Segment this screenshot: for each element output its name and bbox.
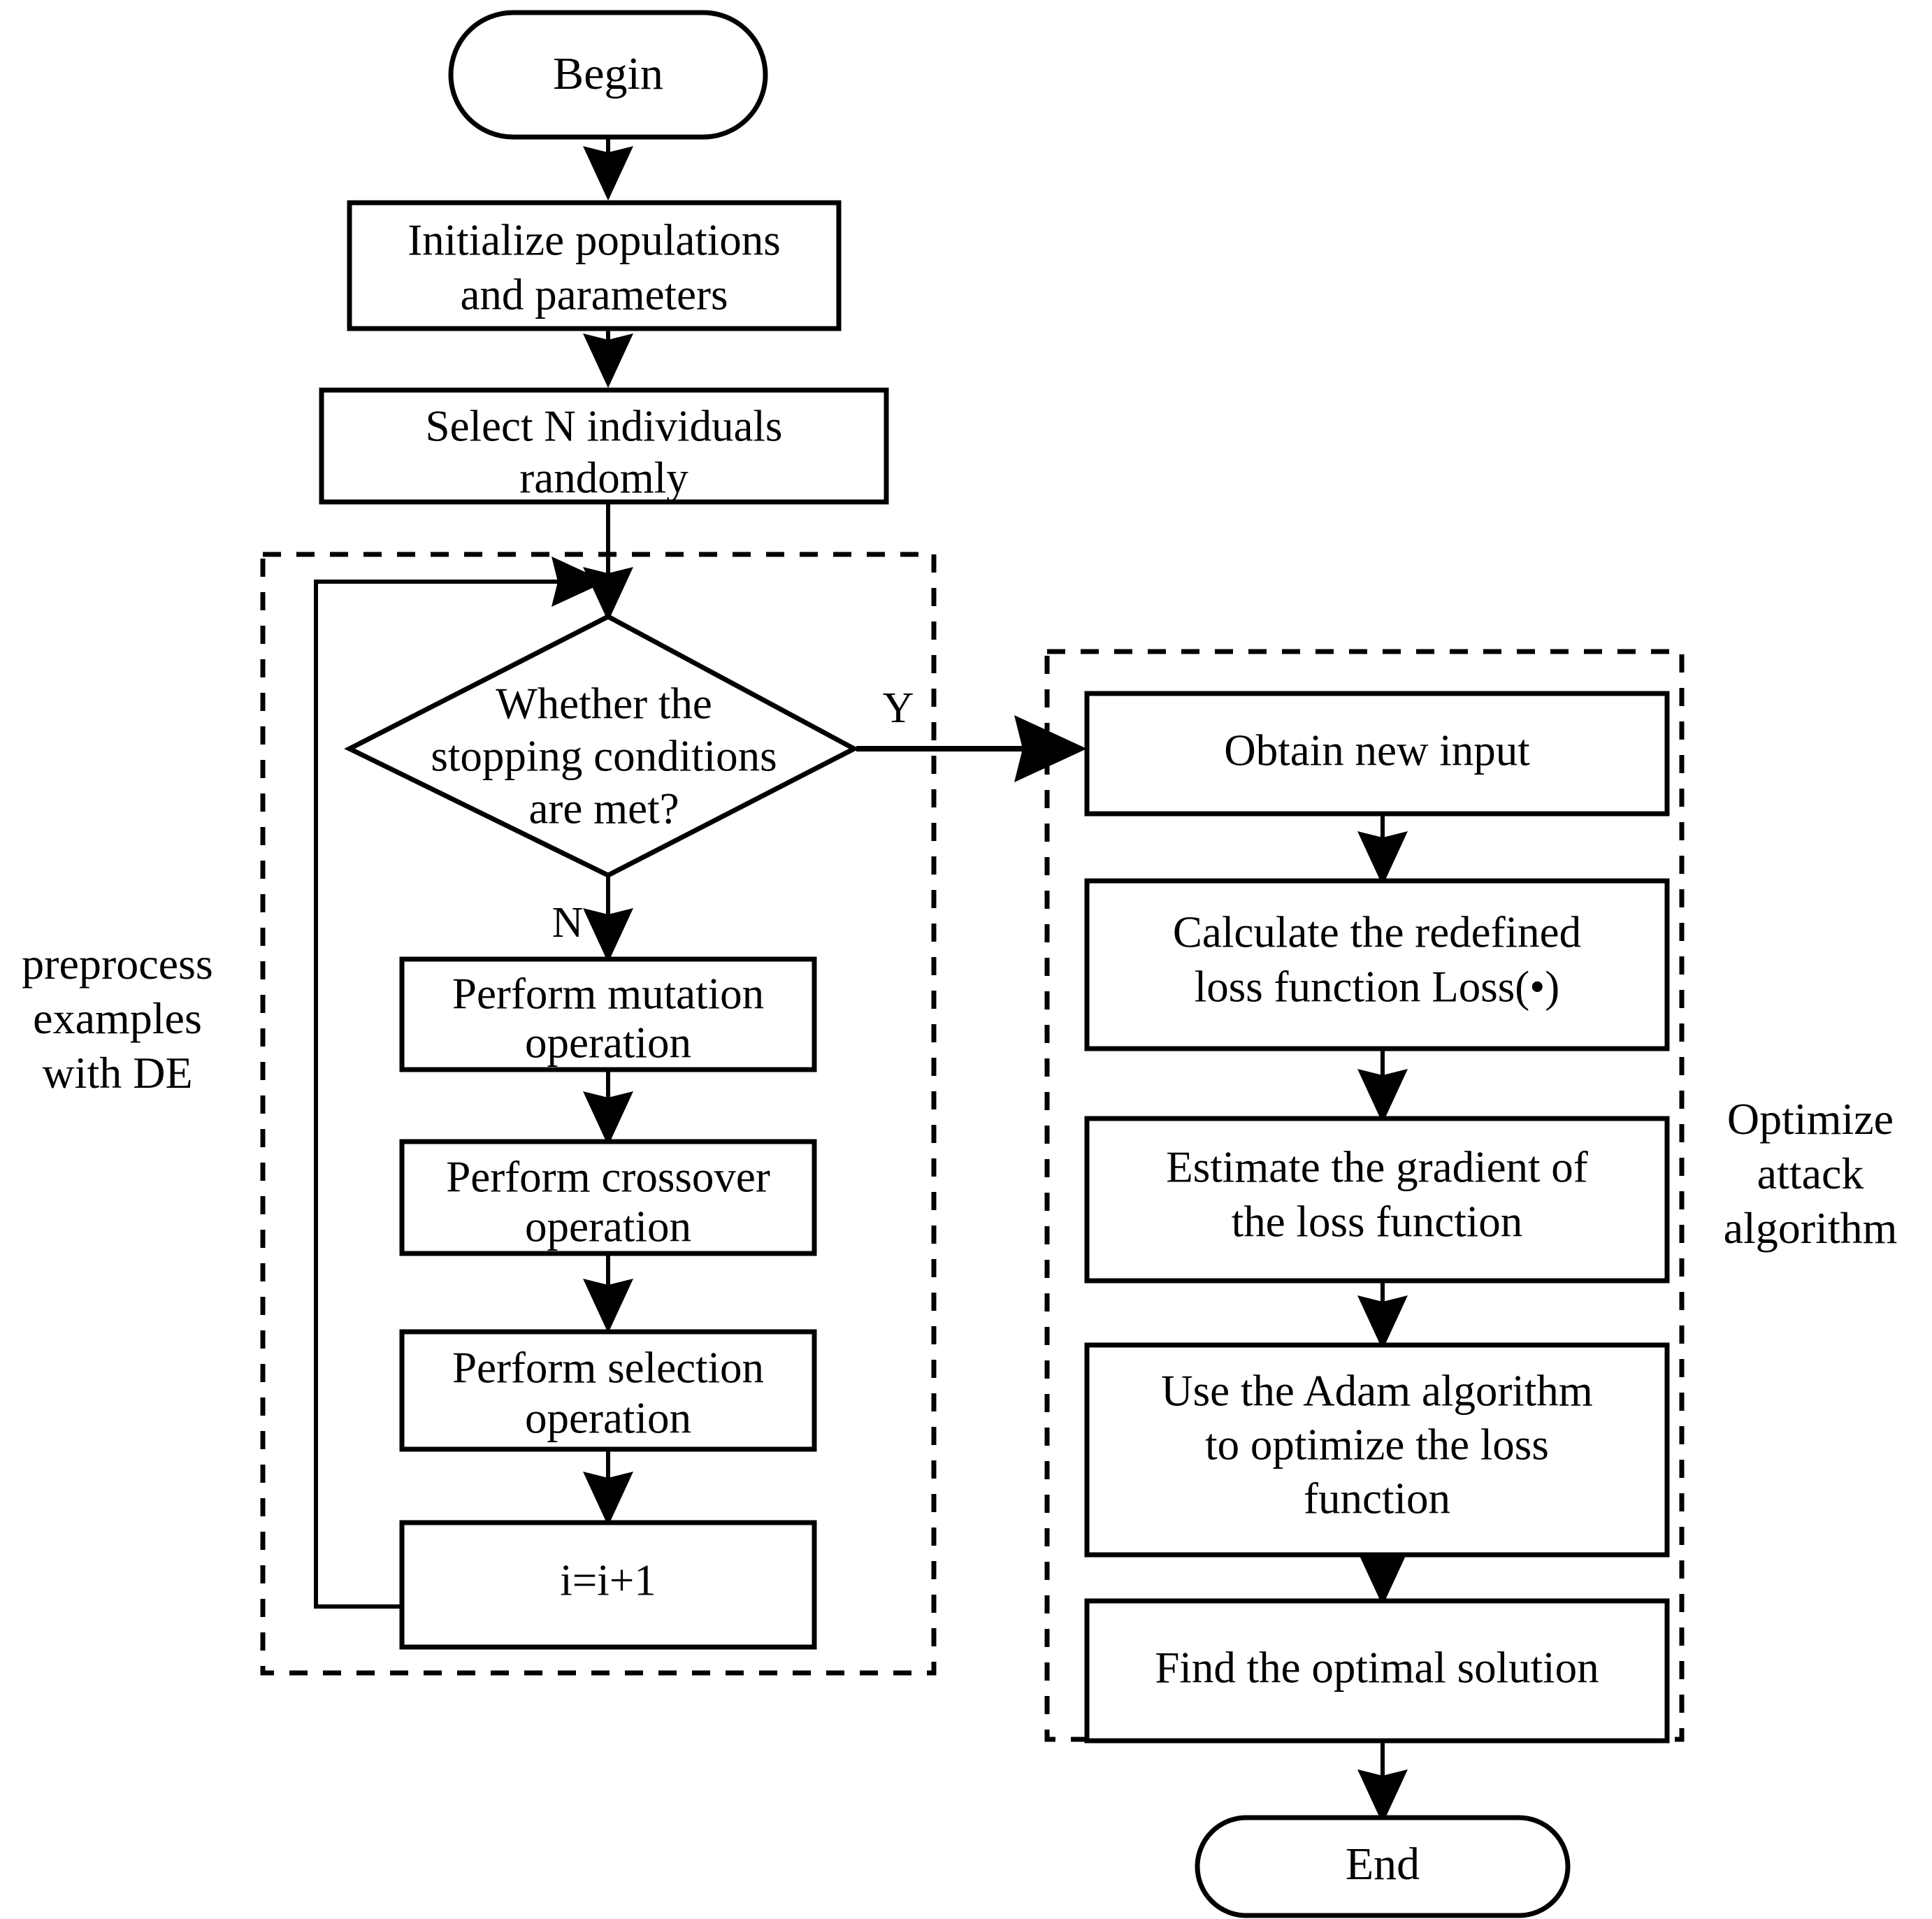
node-calculate-loss[interactable]: Calculate the redefined loss function Lo… [1084,878,1670,1051]
connector-loopback-to-decision [314,556,606,1609]
node-selection-operation[interactable]: Perform selection operation [399,1329,817,1452]
node-adam-line1: Use the Adam algorithm [1161,1366,1593,1415]
group-label-preprocess-line1: preprocess [22,939,213,989]
node-end[interactable]: End [1195,1815,1571,1918]
group-label-preprocess-line2: examples [33,993,202,1043]
node-estimate-line1: Estimate the gradient of [1166,1142,1588,1191]
node-adam-line2: to optimize the loss [1205,1420,1549,1469]
node-find-optimal[interactable]: Find the optimal solution [1084,1598,1670,1744]
node-increment[interactable]: i=i+1 [399,1520,817,1650]
node-decision-line1: Whether the [496,679,712,728]
node-estimate-line2: the loss function [1232,1197,1522,1246]
node-initialize-line2: and parameters [460,270,728,319]
node-initialize-line1: Initialize populations [408,215,781,264]
node-begin[interactable]: Begin [448,10,768,140]
node-begin-label: Begin [553,48,663,99]
node-crossover[interactable]: Perform crossover operation [399,1139,817,1256]
group-box-preprocess [260,552,937,1676]
node-decision-line2: stopping conditions [431,731,777,780]
branch-label-yes: Y [883,684,914,732]
group-box-optimize [1044,649,1685,1742]
node-initialize[interactable]: Initialize populations and parameters [347,200,842,331]
node-calculate-line1: Calculate the redefined [1173,907,1581,956]
node-decision-stopping-conditions[interactable]: Whether the stopping conditions are met? [344,614,860,878]
node-adam-optimize[interactable]: Use the Adam algorithm to optimize the l… [1084,1342,1670,1558]
node-adam-line3: function [1304,1474,1450,1523]
node-crossover-line1: Perform crossover [446,1152,770,1201]
node-mutation[interactable]: Perform mutation operation [399,956,817,1072]
group-label-optimize-line1: Optimize [1727,1094,1894,1144]
node-find-label: Find the optimal solution [1155,1643,1599,1692]
node-mutation-line1: Perform mutation [452,969,764,1018]
group-label-preprocess: preprocess examples with DE [22,939,213,1098]
node-obtain-label: Obtain new input [1224,726,1530,775]
group-label-optimize-line2: attack [1757,1149,1864,1198]
node-estimate-gradient[interactable]: Estimate the gradient of the loss functi… [1084,1116,1670,1284]
node-decision-line3: are met? [528,784,679,833]
node-mutation-line2: operation [525,1018,691,1067]
node-end-label: End [1346,1839,1420,1890]
node-increment-label: i=i+1 [560,1555,656,1604]
group-label-optimize: Optimize attack algorithm [1724,1094,1898,1253]
node-select-line2: randomly [519,453,689,502]
group-label-preprocess-line3: with DE [42,1048,192,1098]
node-selection-line1: Perform selection [452,1343,764,1392]
node-calculate-line2: loss function Loss(•) [1195,962,1560,1011]
node-selection-line2: operation [525,1393,691,1442]
node-obtain-new-input[interactable]: Obtain new input [1084,691,1670,817]
node-crossover-line2: operation [525,1202,691,1251]
group-label-optimize-line3: algorithm [1724,1203,1898,1253]
branch-label-no: N [552,899,584,947]
node-select-line1: Select N individuals [426,401,783,450]
node-select[interactable]: Select N individuals randomly [319,387,889,505]
